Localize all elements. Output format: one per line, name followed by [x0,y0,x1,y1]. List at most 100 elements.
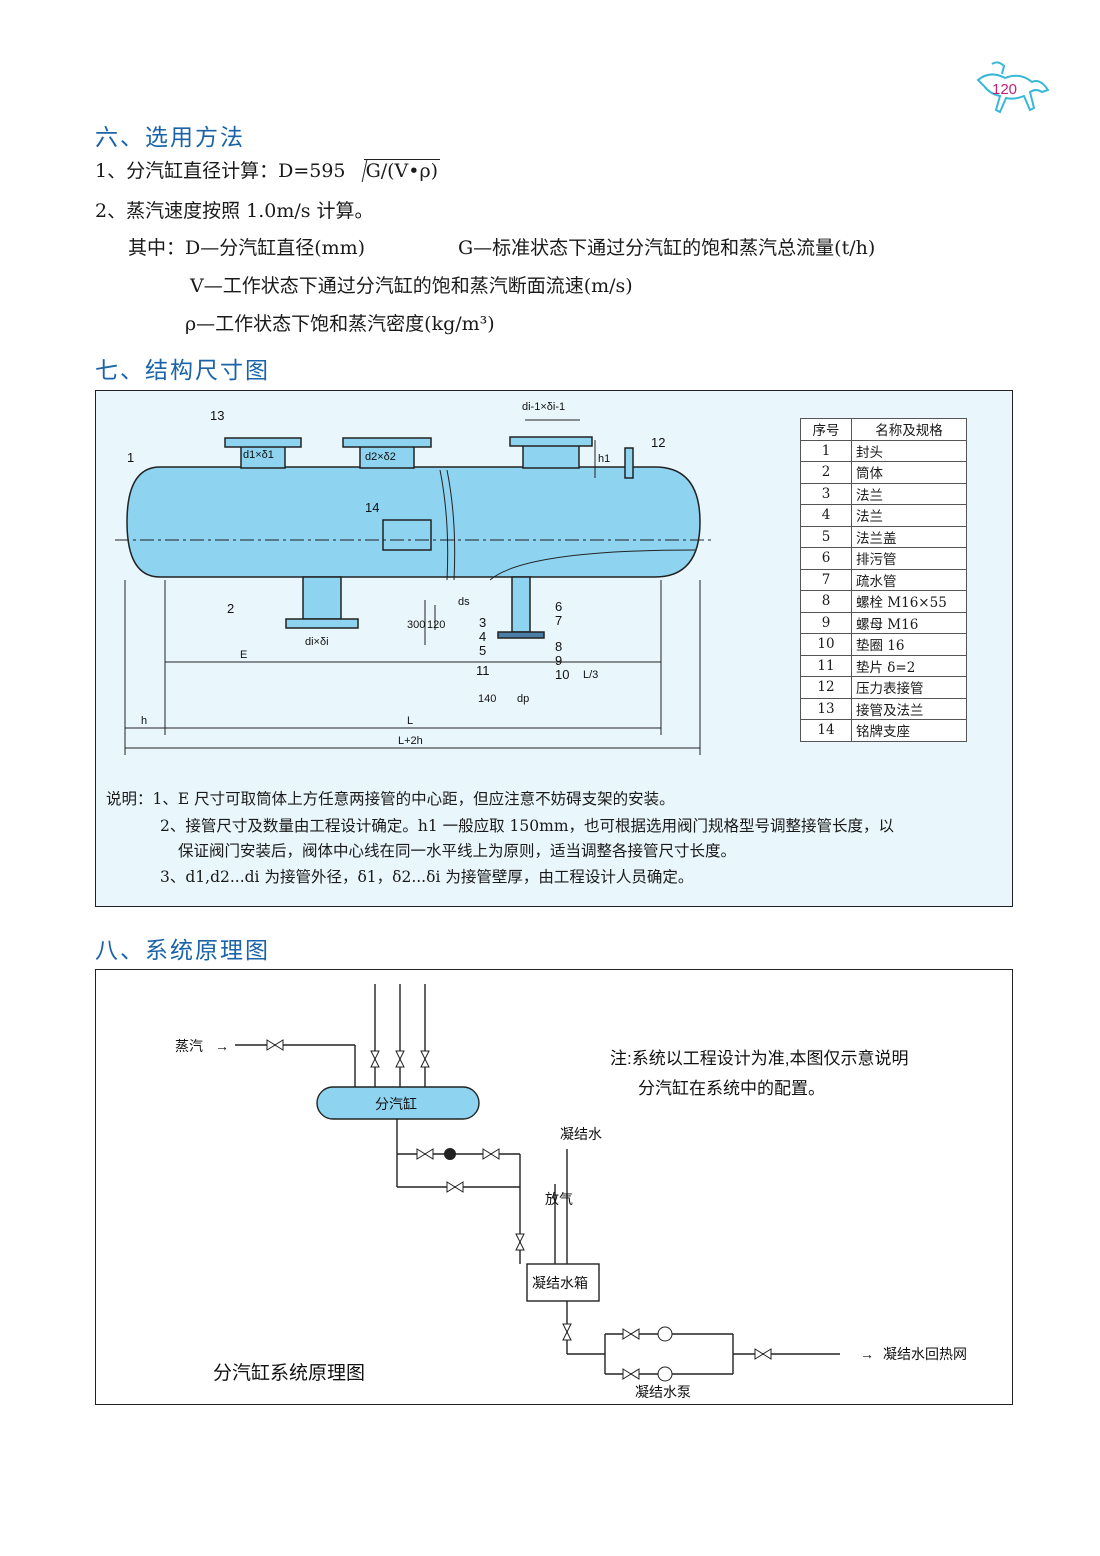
structure-drawing: di-1×δi-1 d1×δ1 d2×δ2 di×δi h1 E h L L+2… [115,401,715,755]
valve-icon [622,1368,640,1380]
nameplate-14 [382,519,432,551]
header-no: 序号 [800,418,852,441]
callout-9: 9 [555,653,562,668]
dim-h1: h1 [598,453,610,465]
dim-dp: dp [517,693,529,705]
dim-140: 140 [478,693,496,705]
system-note-2: 分汽缸在系统中的配置。 [638,1078,825,1098]
section8-heading: 八、系统原理图 [95,938,270,964]
valve-icon [482,1148,500,1160]
svg-text:→: → [215,1038,229,1054]
callout-6: 6 [555,599,562,614]
where-d: 其中：D—分汽缸直径(mm) [128,237,366,259]
dim-dix: di×δi [305,636,329,648]
valve-icon [416,1148,434,1160]
valve-icon [562,1323,572,1341]
dim-300: 300 [407,619,425,631]
valve-icon [622,1328,640,1340]
trap-icon [444,1148,456,1160]
dim-120: 120 [427,619,445,631]
header-vessel [316,1086,480,1120]
dim-L: L [407,715,413,727]
formula-prefix: 1、分汽缸直径计算：D=595 [95,160,346,182]
callout-8: 8 [555,639,562,654]
callout-10: 10 [555,667,569,682]
note-2: 2、接管尺寸及数量由工程设计确定。h1 一般应取 150mm，也可根据选用阀门规… [160,817,895,835]
dim-h: h [141,715,147,727]
valve-icon [266,1039,284,1051]
speed-line: 2、蒸汽速度按照 1.0m/s 计算。 [95,200,374,222]
dim-d2: d2×δ2 [365,451,396,463]
vent-label: 放气 [545,1191,573,1207]
callout-3: 3 [479,615,486,630]
valve-icon [395,1050,405,1068]
system-diagram: 分汽缸 凝结水箱 蒸汽 → 凝结水 放气 凝结水泵 → 凝结水回热网 注:系统以… [175,984,967,1400]
dim-E: E [240,649,247,661]
callout-12: 12 [651,435,665,450]
valve-icon [446,1181,464,1193]
drain-pipe [511,576,531,633]
header-name: 名称及规格 [851,418,967,441]
callout-11: 11 [476,663,490,678]
formula-sqrt: G/(V•ρ) [363,159,441,182]
callout-4: 4 [479,629,486,644]
dim-ds: ds [458,596,470,608]
dim-L2h: L+2h [398,735,423,747]
where-rho: ρ—工作状态下饱和蒸汽密度(kg/m³) [185,313,495,335]
tank-box [526,1263,600,1302]
page-number: 120 [992,81,1017,98]
return-label: 凝结水回热网 [883,1346,967,1362]
tank-label: 凝结水箱 [532,1275,588,1291]
dim-d1: d1×δ1 [243,449,274,461]
dim-L3: L/3 [583,669,598,681]
pump-label: 凝结水泵 [635,1384,691,1400]
section7-heading: 七、结构尺寸图 [95,358,270,384]
note-2-cont: 保证阀门安装后，阀体中心线在同一水平线上为原则，适当调整各接管尺寸长度。 [178,842,737,860]
cond-water-label: 凝结水 [560,1126,602,1142]
callout-5: 5 [479,643,486,658]
nozzle-di [522,444,580,469]
pump-icon [657,1366,673,1382]
callout-14: 14 [365,500,379,515]
valve-icon [370,1050,380,1068]
valve-icon [420,1050,430,1068]
system-caption: 分汽缸系统原理图 [213,1362,365,1384]
callout-1: 1 [127,450,134,465]
horse-logo-icon: 120 [976,61,1050,114]
where-v: V—工作状态下通过分汽缸的饱和蒸汽断面流速(m/s) [190,275,633,297]
valve-icon [515,1233,525,1251]
formula-line: 1、分汽缸直径计算：D=595 G/(V•ρ) [95,156,441,183]
callout-7: 7 [555,613,562,628]
section6-heading: 六、选用方法 [95,125,245,151]
callout-2: 2 [227,601,234,616]
valve-icon [754,1348,772,1360]
system-note-1: 注:系统以工程设计为准,本图仅示意说明 [610,1049,908,1068]
where-g: G—标准状态下通过分汽缸的饱和蒸汽总流量(t/h) [458,237,876,259]
callout-13: 13 [210,408,224,423]
pump-icon [657,1326,673,1342]
nozzle-bottom [302,576,342,620]
svg-text:→: → [860,1346,874,1362]
header-label: 分汽缸 [375,1096,417,1112]
gauge-pipe [624,447,634,479]
note-1: 说明：1、E 尺寸可取筒体上方任意两接管的中心距，但应注意不妨碍支架的安装。 [106,790,675,808]
steam-label: 蒸汽 [175,1038,203,1054]
dim-di: di-1×δi-1 [522,401,565,413]
table-header-row: 序号 名称及规格 [800,418,967,441]
note-3: 3、d1,d2...di 为接管外径，δ1，δ2...δi 为接管壁厚，由工程设… [160,868,694,886]
